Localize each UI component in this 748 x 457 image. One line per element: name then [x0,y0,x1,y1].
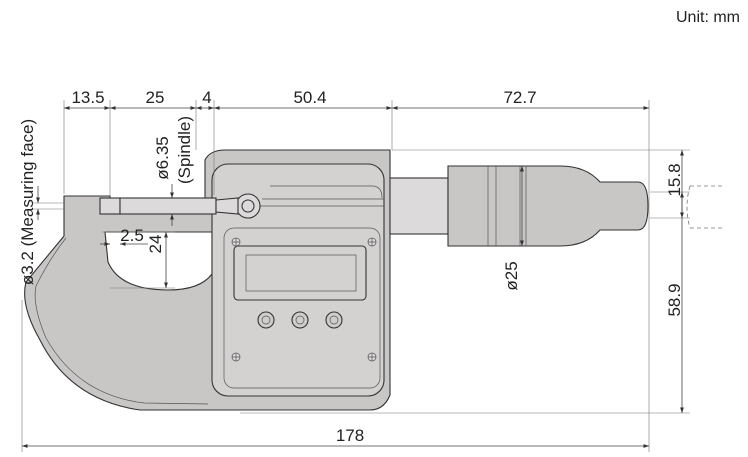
button-middle[interactable] [291,311,309,329]
button-left-ring [261,315,271,325]
display-inner-panel [223,227,381,389]
dim-15-8: 15.8 [665,163,684,196]
dim-50-4: 50.4 [293,88,326,107]
thimble-grooves [487,166,527,246]
housing-upper-ridge [270,185,383,199]
spindle-lock[interactable] [235,193,261,219]
button-right[interactable] [325,311,343,329]
micrometer-body [24,149,722,411]
dim-dia-25: ø25 [502,261,521,290]
dim-spindle-dia: ø6.35 [153,136,172,179]
spindle [119,197,217,215]
lcd-screen [245,254,357,292]
dimension-labels: 13.5 25 4 50.4 72.7 178 2.5 58.9 15.8 ø2… [18,88,684,445]
spindle-label: (Spindle) [175,116,194,184]
dim-24: 24 [146,235,165,254]
dim-72-7: 72.7 [503,88,536,107]
lcd-bezel [233,245,367,301]
unit-label: Unit: mm [676,9,740,26]
button-middle-ring [295,315,305,325]
lock-lever [215,197,239,215]
dim-25: 25 [146,88,165,107]
button-left[interactable] [257,311,275,329]
frame-throat [104,231,213,291]
spindle-lock-inner [241,199,255,213]
anvil [99,197,121,215]
dim-2-5: 2.5 [120,226,144,245]
dim-measuring-face: ø3.2 (Measuring face) [18,119,37,285]
frame-inner-contour [34,237,209,405]
screws [231,237,377,362]
dimension-lines [22,106,684,448]
dim-4: 4 [202,88,211,107]
sleeve [389,177,449,235]
buttons [257,311,343,329]
dim-178: 178 [336,426,364,445]
ratchet-phantom [686,185,722,229]
button-right-ring [329,315,339,325]
dim-13-5: 13.5 [71,88,104,107]
dim-58-9: 58.9 [665,283,684,316]
thimble[interactable] [447,165,649,247]
